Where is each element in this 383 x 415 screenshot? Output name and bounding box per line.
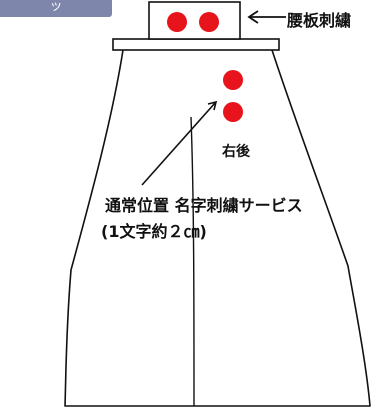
koshiita-board: [148, 1, 241, 40]
waist-band: [112, 38, 280, 51]
koshiita-dot-right: [199, 12, 219, 32]
right-back-dot-lower: [223, 102, 243, 122]
right-back-dot-upper: [223, 70, 243, 90]
center-pleat-line: [190, 116, 195, 407]
koshiita-dot-left: [167, 12, 187, 32]
hakama-outline: [64, 49, 371, 407]
service-pointer-line: [141, 102, 216, 186]
corner-tab-badge: ッ: [0, 0, 112, 17]
name-embroidery-service-label: 通常位置 名字刺繍サービス: [105, 196, 303, 215]
koshiita-embroidery-label: 腰板刺繍: [287, 11, 352, 30]
koshiita-arrow-head: [247, 10, 259, 24]
right-back-label: 右後: [222, 144, 250, 160]
character-size-note: (1文字約２㎝): [101, 222, 207, 241]
service-pointer-head: [207, 100, 218, 111]
